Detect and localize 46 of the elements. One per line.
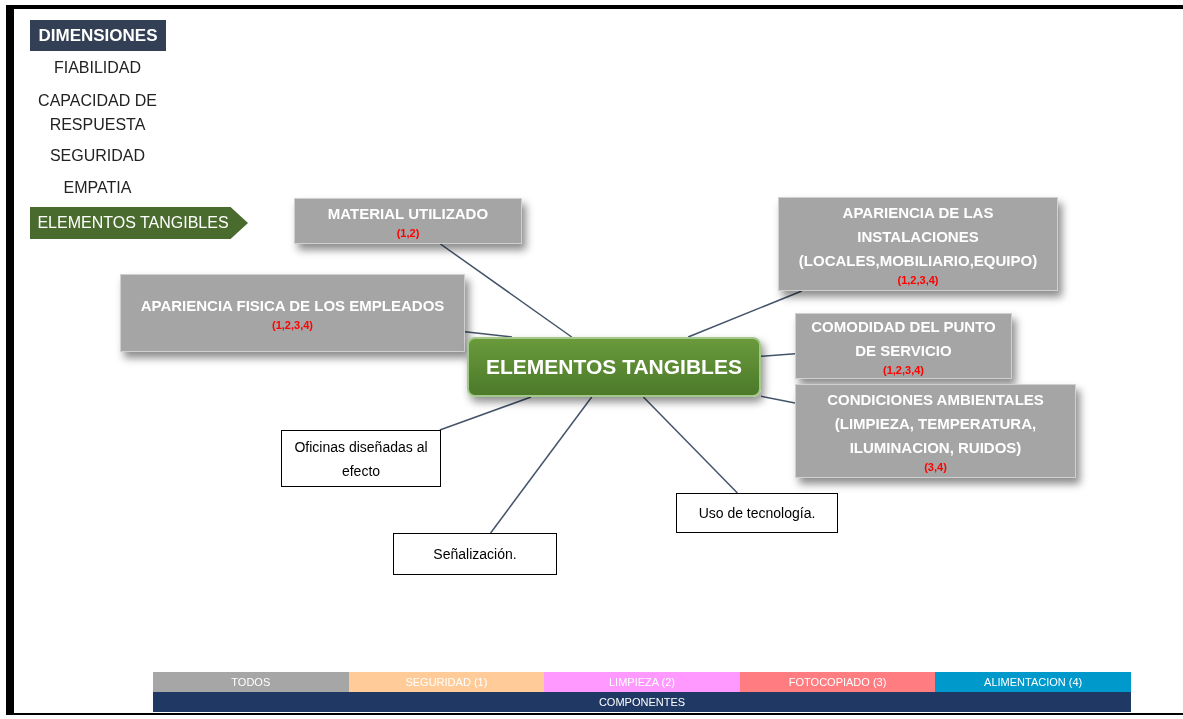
dimension-item: CAPACIDAD DE RESPUESTA (37, 91, 158, 135)
dimension-item: SEGURIDAD (48, 146, 147, 166)
menu-arrow-tab (30, 207, 248, 239)
node-text: ELEMENTOS TANGIBLES (486, 354, 742, 381)
header-box (30, 20, 166, 51)
topic-box (795, 313, 1012, 379)
topic-box (795, 384, 1076, 478)
category-codes: (1,2,3,4) (883, 363, 924, 377)
topic-box (120, 274, 465, 352)
component-cell: LIMPIEZA (2) (544, 672, 740, 692)
node-text: Señalización. (433, 545, 517, 564)
dimension-item: EMPATIA (62, 178, 133, 198)
category-codes: (3,4) (924, 460, 947, 474)
topic-box (778, 197, 1058, 291)
note-box (393, 533, 557, 575)
node-text: Uso de tecnología. (698, 504, 816, 523)
connector-line (760, 353, 796, 358)
connector-line (760, 395, 796, 404)
footer-bar (153, 692, 1131, 712)
connector-line (687, 290, 803, 338)
node-text: CONDICIONES AMBIENTALES (LIMPIEZA, TEMPERATURA, ILUMINACION, RUIDOS) (826, 390, 1045, 458)
node-text: APARIENCIA DE LAS INSTALACIONES (LOCALES,MOBILIARIO,EQUIPO) (797, 203, 1039, 271)
dimension-item: FIABILIDAD (52, 58, 143, 78)
connector-line (464, 331, 513, 338)
component-cell: FOTOCOPIADO (3) (739, 672, 936, 692)
category-codes: (1,2,3,4) (897, 273, 939, 287)
connector-line (439, 243, 573, 338)
category-codes: (1,2) (396, 226, 420, 240)
central-topic-box (467, 337, 761, 397)
node-text: COMODIDAD DEL PUNTO DE SERVICIO (810, 317, 997, 361)
note-box (281, 430, 441, 487)
node-text: COMPONENTES (598, 694, 686, 710)
component-cell: ALIMENTACION (4) (935, 672, 1131, 692)
node-text: MATERIAL UTILIZADO (327, 204, 489, 224)
category-codes: (1,2,3,4) (272, 318, 313, 332)
node-text: Oficinas diseñadas al efecto (293, 437, 429, 481)
note-box (676, 493, 838, 533)
component-cell: SEGURIDAD (1) (348, 672, 545, 692)
node-text: APARIENCIA FISICA DE LOS EMPLEADOS (140, 296, 445, 316)
connector-line (489, 396, 593, 534)
connector-line (642, 396, 739, 494)
component-cell: TODOS (153, 672, 349, 692)
node-text: ELEMENTOS TANGIBLES (37, 213, 229, 233)
topic-box (294, 198, 522, 244)
node-text: DIMENSIONES (38, 24, 158, 47)
connector-line (439, 396, 532, 431)
